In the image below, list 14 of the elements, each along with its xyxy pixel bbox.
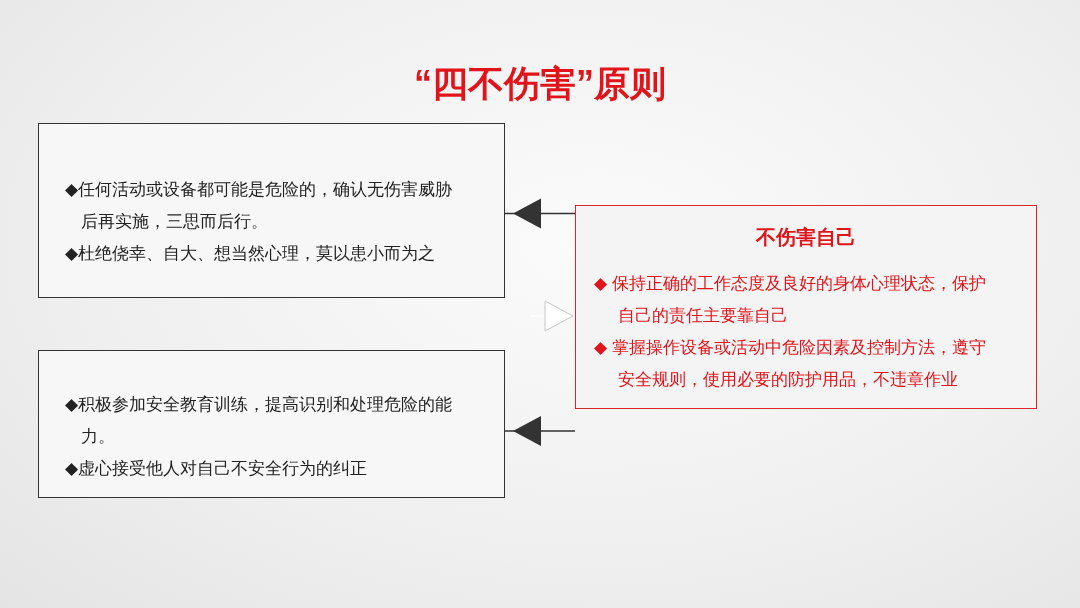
bullet-text: ◆ 掌握操作设备或活动中危险因素及控制方法，遵守安全规则，使用必要的防护用品，不违章作业 [594, 337, 987, 391]
arrow [529, 300, 576, 332]
text-box [38, 123, 505, 298]
title: “四不伤害”原则 [413, 62, 667, 106]
bullet-text: ◆任何活动或设备都可能是危险的，确认无伤害威胁后再实施，三思而后行。 [65, 179, 454, 233]
text-box [38, 350, 505, 498]
arrow [504, 198, 576, 229]
arrow [504, 416, 576, 446]
bullet-text: ◆ 保持正确的工作态度及良好的身体心理状态，保护自己的责任主要靠自己 [594, 273, 987, 327]
bullet-text: ◆积极参加安全教育训练，提高识别和处理危险的能力。 [65, 394, 454, 448]
heading: 不伤害自己 [754, 225, 857, 250]
bullet-text: ◆杜绝侥幸、自大、想当然心理，莫以患小而为之 [65, 243, 437, 265]
highlight-box [575, 205, 1037, 409]
bullet-text: ◆虚心接受他人对自己不安全行为的纠正 [65, 458, 369, 480]
